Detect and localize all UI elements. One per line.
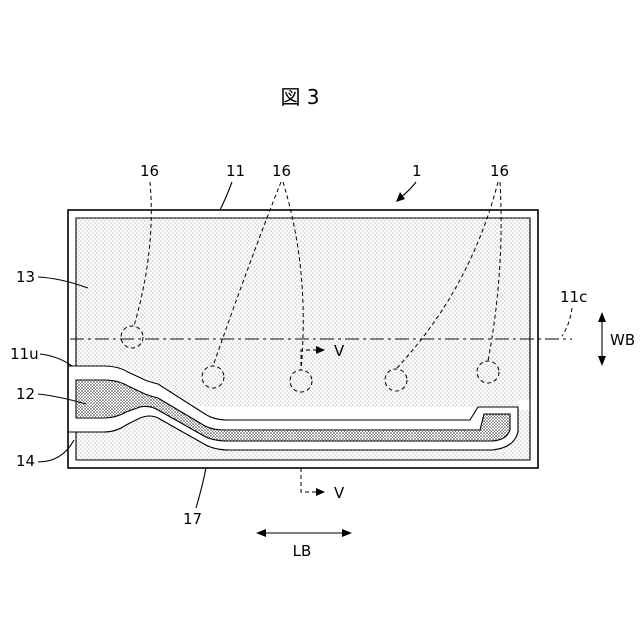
figure-title: 図 3 (280, 85, 319, 109)
label-third-part: 14 (16, 452, 35, 470)
length-arrow-right-icon (342, 529, 352, 537)
length-arrow-left-icon (256, 529, 266, 537)
label-upper-surface: 11u (10, 345, 39, 363)
region-13 (76, 218, 530, 407)
section-arrow-lower-icon (316, 488, 325, 496)
label-center-line: 11c (560, 288, 587, 306)
width-arrow-down-icon (598, 356, 606, 366)
assembly-arrow-icon (396, 192, 405, 202)
section-label-lower: V (334, 484, 345, 502)
label-second-part: 12 (16, 385, 35, 403)
label-holes-right: 16 (490, 162, 509, 180)
label-holes-left: 16 (140, 162, 159, 180)
label-bottom-edge: 17 (183, 510, 202, 528)
leader-bottom-edge (196, 468, 206, 508)
section-label-upper: V (334, 342, 345, 360)
label-first-part: 13 (16, 268, 35, 286)
label-assembly: 1 (412, 162, 422, 180)
label-length-direction: LB (293, 542, 312, 560)
leader-center-line (562, 308, 572, 336)
label-width-direction: WB (610, 331, 635, 349)
width-arrow-up-icon (598, 312, 606, 322)
label-holes-mid: 16 (272, 162, 291, 180)
leader-body (220, 182, 232, 210)
section-line-lower (301, 468, 318, 492)
label-body: 11 (226, 162, 245, 180)
